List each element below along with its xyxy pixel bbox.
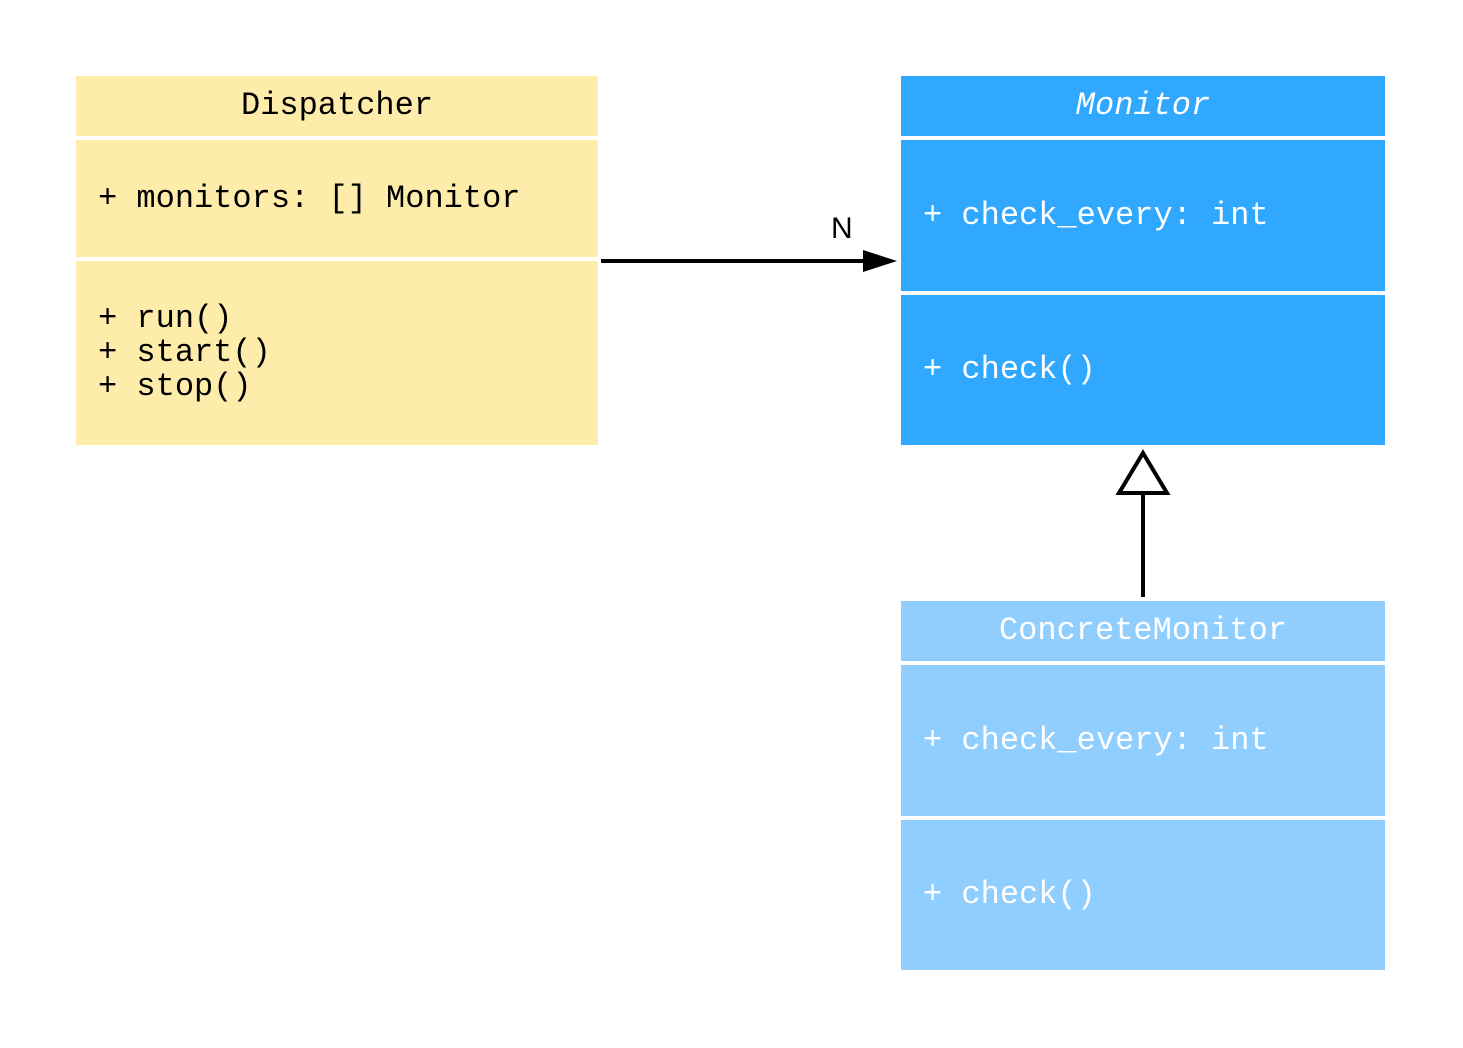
inheritance-arrow bbox=[1115, 449, 1171, 597]
class-methods: + run() + start() + stop() bbox=[76, 261, 598, 445]
class-attributes: + check_every: int bbox=[901, 140, 1385, 291]
class-methods: + check() bbox=[901, 820, 1385, 970]
class-attributes: + monitors: [] Monitor bbox=[76, 140, 598, 257]
class-attributes: + check_every: int bbox=[901, 665, 1385, 816]
multiplicity-label: N bbox=[831, 212, 853, 245]
class-name: ConcreteMonitor bbox=[901, 601, 1385, 661]
class-name: Monitor bbox=[901, 76, 1385, 136]
association-arrow bbox=[601, 250, 897, 272]
class-name: Dispatcher bbox=[76, 76, 598, 136]
class-methods: + check() bbox=[901, 295, 1385, 445]
